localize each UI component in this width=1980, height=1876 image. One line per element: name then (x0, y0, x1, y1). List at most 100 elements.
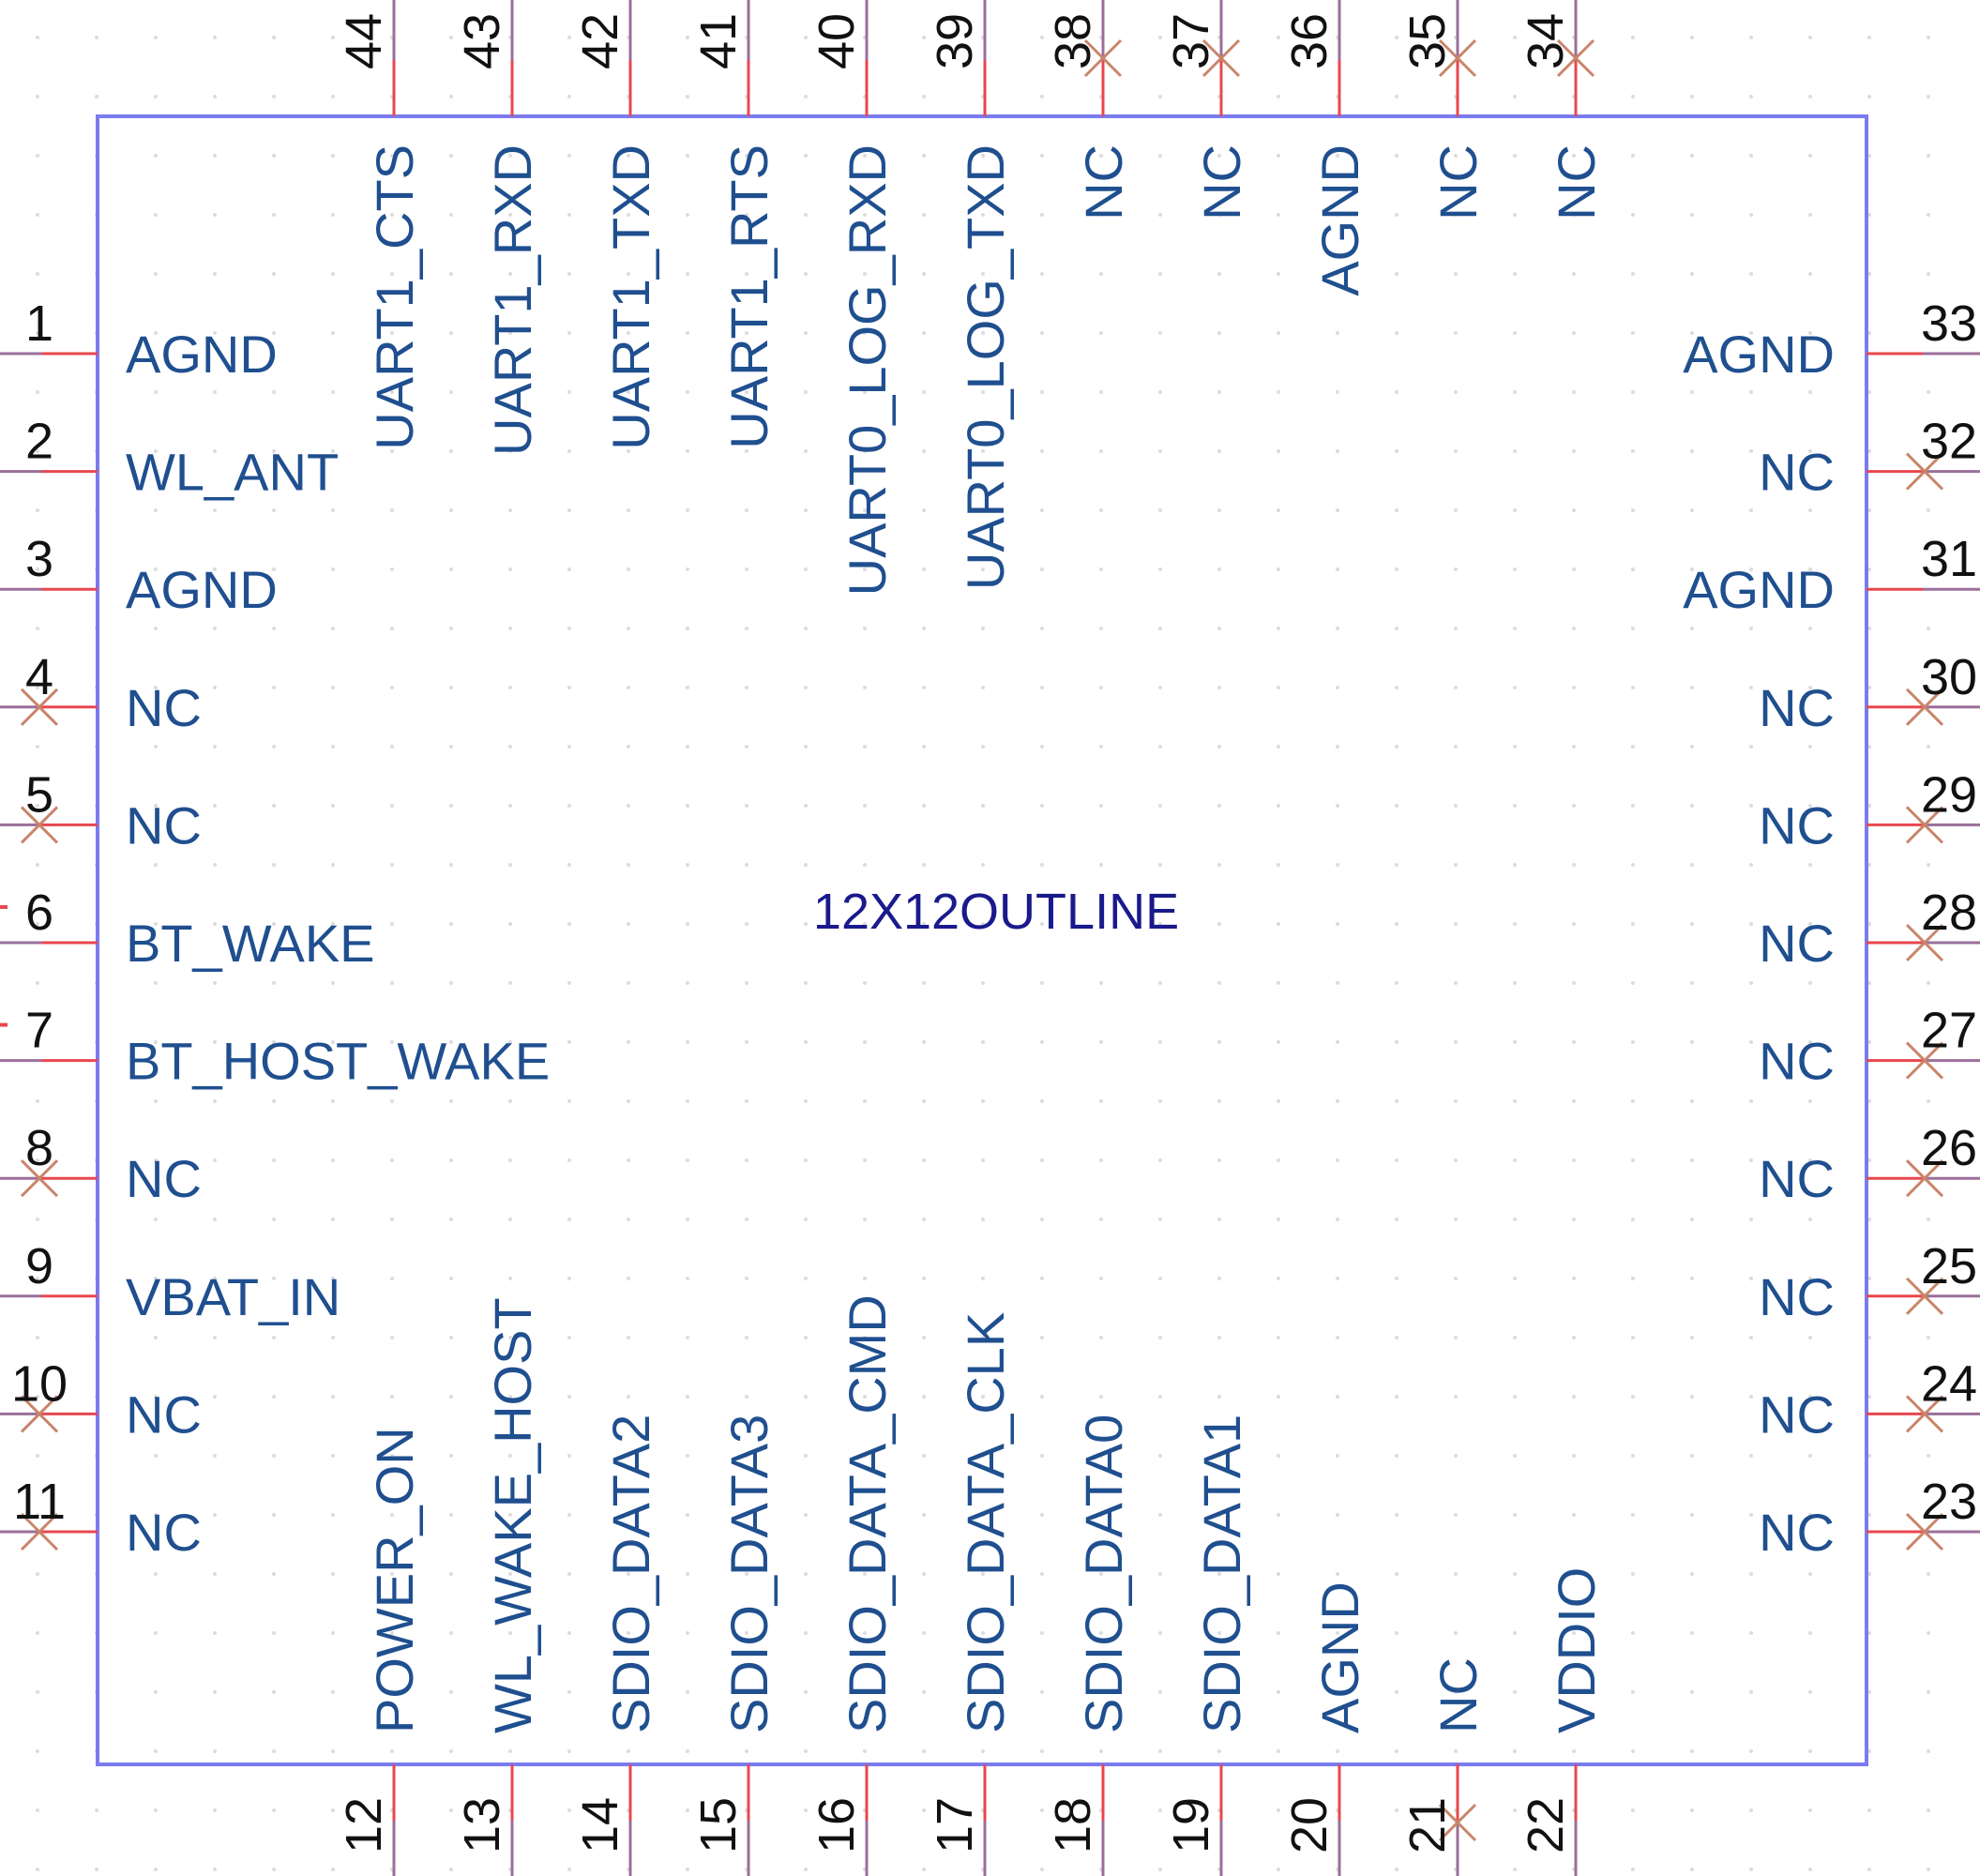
grid-dot (1631, 1336, 1635, 1339)
grid-dot (331, 567, 335, 571)
grid-dot (1158, 1631, 1162, 1635)
grid-dot (981, 1218, 985, 1221)
grid-dot (1040, 1868, 1044, 1871)
grid-dot (1749, 1040, 1753, 1044)
grid-dot (1158, 1336, 1162, 1339)
pin-name: AGND (1683, 560, 1835, 619)
grid-dot (1572, 1513, 1576, 1517)
grid-dot (804, 1513, 808, 1517)
grid-dot (1158, 1572, 1162, 1576)
grid-dot (1808, 1572, 1812, 1576)
grid-dot (1808, 1868, 1812, 1871)
grid-dot (449, 272, 453, 276)
grid-dot (745, 1218, 748, 1221)
grid-dot (1513, 508, 1517, 512)
grid-dot (390, 981, 394, 985)
grid-dot (449, 1749, 453, 1753)
grid-dot (686, 213, 689, 217)
grid-dot (1808, 213, 1812, 217)
grid-dot (1749, 1631, 1753, 1635)
grid-dot (1690, 567, 1694, 571)
grid-dot (1513, 567, 1517, 571)
grid-dot (154, 1631, 158, 1635)
grid-dot (1572, 331, 1576, 335)
grid-dot (1040, 1277, 1044, 1280)
pin-number: 11 (13, 1474, 66, 1530)
grid-dot (36, 745, 39, 749)
pin-number: 18 (1045, 1797, 1101, 1853)
grid-dot (804, 1336, 808, 1339)
grid-dot (1808, 1218, 1812, 1221)
grid-dot (1217, 272, 1221, 276)
grid-dot (1277, 1631, 1280, 1635)
pin-name: UART0_LOG_RXD (838, 144, 897, 596)
grid-dot (627, 449, 630, 453)
grid-dot (804, 1040, 808, 1044)
grid-dot (1927, 1454, 1930, 1458)
grid-dot (36, 1454, 39, 1458)
grid-dot (1927, 1336, 1930, 1339)
grid-dot (804, 804, 808, 808)
grid-dot (804, 863, 808, 867)
grid-dot (1690, 1513, 1694, 1517)
grid-dot (745, 1277, 748, 1280)
grid-dot (745, 863, 748, 867)
grid-dot (627, 686, 630, 689)
grid-dot (331, 1631, 335, 1635)
grid-dot (1217, 804, 1221, 808)
grid-dot (449, 331, 453, 335)
pin-name: NC (126, 1503, 202, 1562)
grid-dot (272, 272, 276, 276)
grid-dot (1808, 1690, 1812, 1694)
grid-dot (1454, 1631, 1458, 1635)
grid-dot (1099, 627, 1103, 630)
grid-dot (272, 36, 276, 39)
grid-dot (1631, 981, 1635, 985)
grid-dot (390, 1690, 394, 1694)
grid-dot (1158, 1690, 1162, 1694)
grid-dot (1040, 1395, 1044, 1399)
grid-dot (331, 508, 335, 512)
grid-dot (1808, 272, 1812, 276)
grid-dot (449, 213, 453, 217)
pin-number: 34 (1518, 13, 1574, 69)
grid-dot (1572, 449, 1576, 453)
grid-dot (1158, 1395, 1162, 1399)
grid-dot (272, 627, 276, 630)
grid-dot (1395, 508, 1398, 512)
grid-dot (1217, 154, 1221, 158)
grid-dot (922, 922, 926, 926)
grid-dot (1572, 1099, 1576, 1103)
grid-dot (1040, 745, 1044, 749)
grid-dot (627, 1395, 630, 1399)
grid-dot (154, 1395, 158, 1399)
grid-dot (745, 1749, 748, 1753)
grid-dot (272, 1808, 276, 1812)
pin-number: 29 (1921, 766, 1977, 823)
grid-dot (686, 1690, 689, 1694)
grid-dot (213, 1040, 217, 1044)
grid-dot (508, 1513, 512, 1517)
grid-dot (1040, 1158, 1044, 1162)
grid-dot (1454, 331, 1458, 335)
grid-dot (508, 1749, 512, 1753)
grid-dot (1690, 922, 1694, 926)
grid-dot (1513, 1868, 1517, 1871)
pin-number: 25 (1921, 1238, 1977, 1294)
pin-name: NC (1074, 144, 1133, 220)
grid-dot (863, 1690, 867, 1694)
grid-dot (1572, 686, 1576, 689)
grid-dot (390, 213, 394, 217)
grid-dot (213, 686, 217, 689)
grid-dot (1277, 567, 1280, 571)
grid-dot (1749, 627, 1753, 630)
grid-dot (1513, 1808, 1517, 1812)
grid-dot (567, 804, 571, 808)
grid-dot (1099, 1690, 1103, 1694)
grid-dot (1158, 627, 1162, 630)
grid-dot (863, 1631, 867, 1635)
grid-dot (213, 1158, 217, 1162)
grid-dot (1395, 1513, 1398, 1517)
